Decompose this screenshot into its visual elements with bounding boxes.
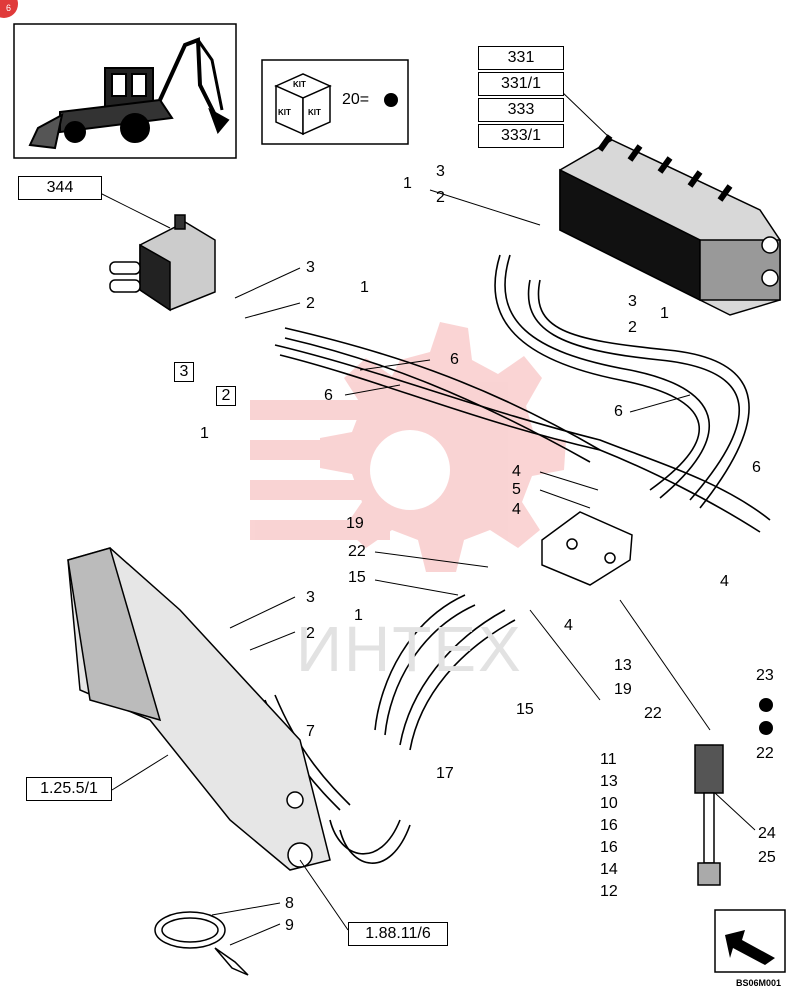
callout-6: 6: [324, 387, 333, 404]
callout-15: 15: [348, 569, 366, 586]
callout-1: 1: [360, 279, 369, 296]
callout-3: 3: [628, 293, 637, 310]
callout-11: 11: [600, 751, 617, 768]
callout-12: 12: [600, 883, 618, 900]
kit-item-number: 20=: [342, 91, 370, 108]
callout-3: 3: [306, 259, 315, 276]
filled-dot-icon: [384, 93, 398, 107]
callout-19: 19: [614, 681, 632, 698]
callout-1: 1: [660, 305, 669, 322]
callout-15: 15: [516, 701, 534, 718]
group-333: 333: [478, 98, 564, 122]
callout-16: 16: [600, 839, 618, 856]
callout-6: 6: [752, 459, 761, 476]
callout-2: 2: [306, 295, 315, 312]
figure-code: BS06M001: [736, 978, 782, 988]
kit-label-top: KIT: [293, 80, 306, 89]
kit-label-left: KIT: [278, 108, 291, 117]
hose-clamp: [154, 911, 249, 976]
callout-23: 23: [756, 667, 774, 684]
group-344: 344: [18, 176, 102, 200]
group-333-1: 333/1: [478, 124, 564, 148]
arrow-icon: [714, 909, 786, 973]
ref-1-25-5-1: 1.25.5/1: [26, 777, 112, 801]
filled-dot-icon: [759, 721, 773, 735]
callout-14: 14: [600, 861, 618, 878]
callout-4: 4: [720, 573, 729, 590]
callout-10: 10: [600, 795, 618, 812]
callout-24: 24: [758, 825, 776, 842]
callout-6: 6: [614, 403, 623, 420]
group-331: 331: [478, 46, 564, 70]
corner-badge: 6: [0, 0, 18, 18]
callout-8: 8: [285, 895, 294, 912]
callout-13: 13: [614, 657, 632, 674]
cylinder: [694, 744, 724, 886]
callout-5: 5: [512, 481, 521, 498]
main-control-valve: [559, 134, 781, 316]
hydraulic-hoses: [264, 254, 771, 864]
callout-17: 17: [436, 765, 454, 782]
callout-19: 19: [346, 515, 364, 532]
callout-22: 22: [756, 745, 774, 762]
callout-4: 4: [512, 501, 521, 518]
callout-6: 6: [450, 351, 459, 368]
callout-25: 25: [758, 849, 776, 866]
callout-2: 2: [306, 625, 315, 642]
callout-4: 4: [512, 463, 521, 480]
callout-22: 22: [348, 543, 366, 560]
backhoe-loader-icon: [28, 37, 230, 150]
callout-3: 3: [306, 589, 315, 606]
filled-dot-icon: [759, 698, 773, 712]
callout-1: 1: [403, 175, 412, 192]
callout-22: 22: [644, 705, 662, 722]
leader-lines: [89, 89, 756, 946]
callout-16: 16: [600, 817, 618, 834]
callout-2: 2: [628, 319, 637, 336]
kit-cube-icon: [274, 73, 332, 136]
group-331-1: 331/1: [478, 72, 564, 96]
callout-4: 4: [564, 617, 573, 634]
boxed-3: 3: [174, 362, 194, 382]
callout-9: 9: [285, 917, 294, 934]
callout-1: 1: [354, 607, 363, 624]
callout-2: 2: [436, 189, 445, 206]
boxed-2: 2: [216, 386, 236, 406]
callout-3: 3: [436, 163, 445, 180]
callout-1: 1: [200, 425, 209, 442]
kit-label-right: KIT: [308, 108, 321, 117]
callout-7: 7: [306, 723, 315, 740]
callout-13: 13: [600, 773, 618, 790]
manifold-block: [541, 511, 633, 586]
watermark-text: ИНТЕХ: [296, 613, 523, 685]
ref-1-88-11-6: 1.88.11/6: [348, 922, 448, 946]
auxiliary-valve: [109, 214, 216, 312]
backhoe-boom: [67, 547, 331, 871]
